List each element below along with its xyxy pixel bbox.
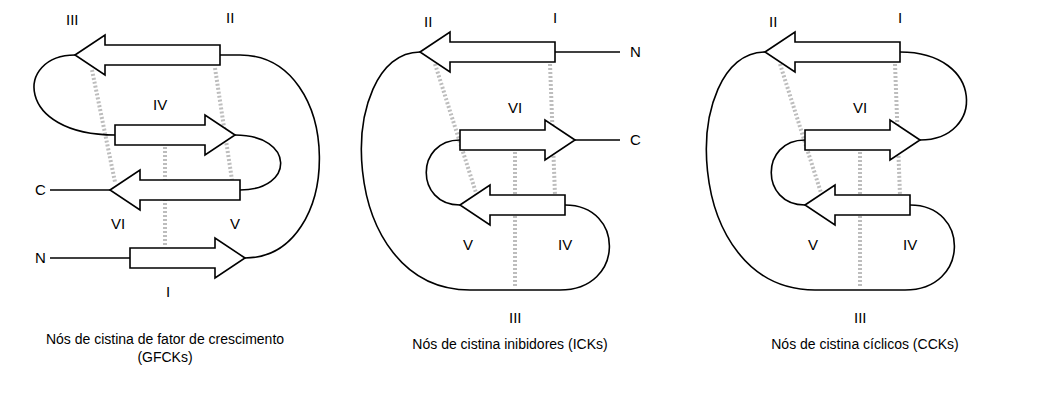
terminus-label: N [35,249,46,266]
strand-number: V [230,215,240,232]
figure-caption: Nós de cistina de fator de crescimento (… [20,330,310,366]
strand-number: IV [558,236,572,253]
terminus-label: N [630,43,641,60]
strand-number: V [463,236,473,253]
figure-caption: Nós de cistina cíclicos (CCKs) [720,335,1010,353]
strand-number: III [509,309,522,326]
strand-number: I [898,9,902,26]
terminus-label: C [630,131,641,148]
strand-number: VI [508,99,522,116]
strand-number: III [854,309,867,326]
strand-number: II [769,13,777,30]
strand-number: IV [153,96,167,113]
strand-number: II [424,13,432,30]
disulfide-bonds [92,64,900,288]
strand-number: I [166,283,170,300]
strand-number: III [66,11,79,28]
figure-caption: Nós de cistina inibidores (ICKs) [365,335,655,353]
strand-number: VI [111,215,125,232]
terminus-label: C [35,181,46,198]
beta-strand-arrows [75,32,920,278]
strand-number: II [226,9,234,26]
strand-number: VI [853,99,867,116]
strand-number: IV [903,236,917,253]
backbone-loops [34,52,966,290]
strand-number: V [808,236,818,253]
strand-number: I [553,9,557,26]
